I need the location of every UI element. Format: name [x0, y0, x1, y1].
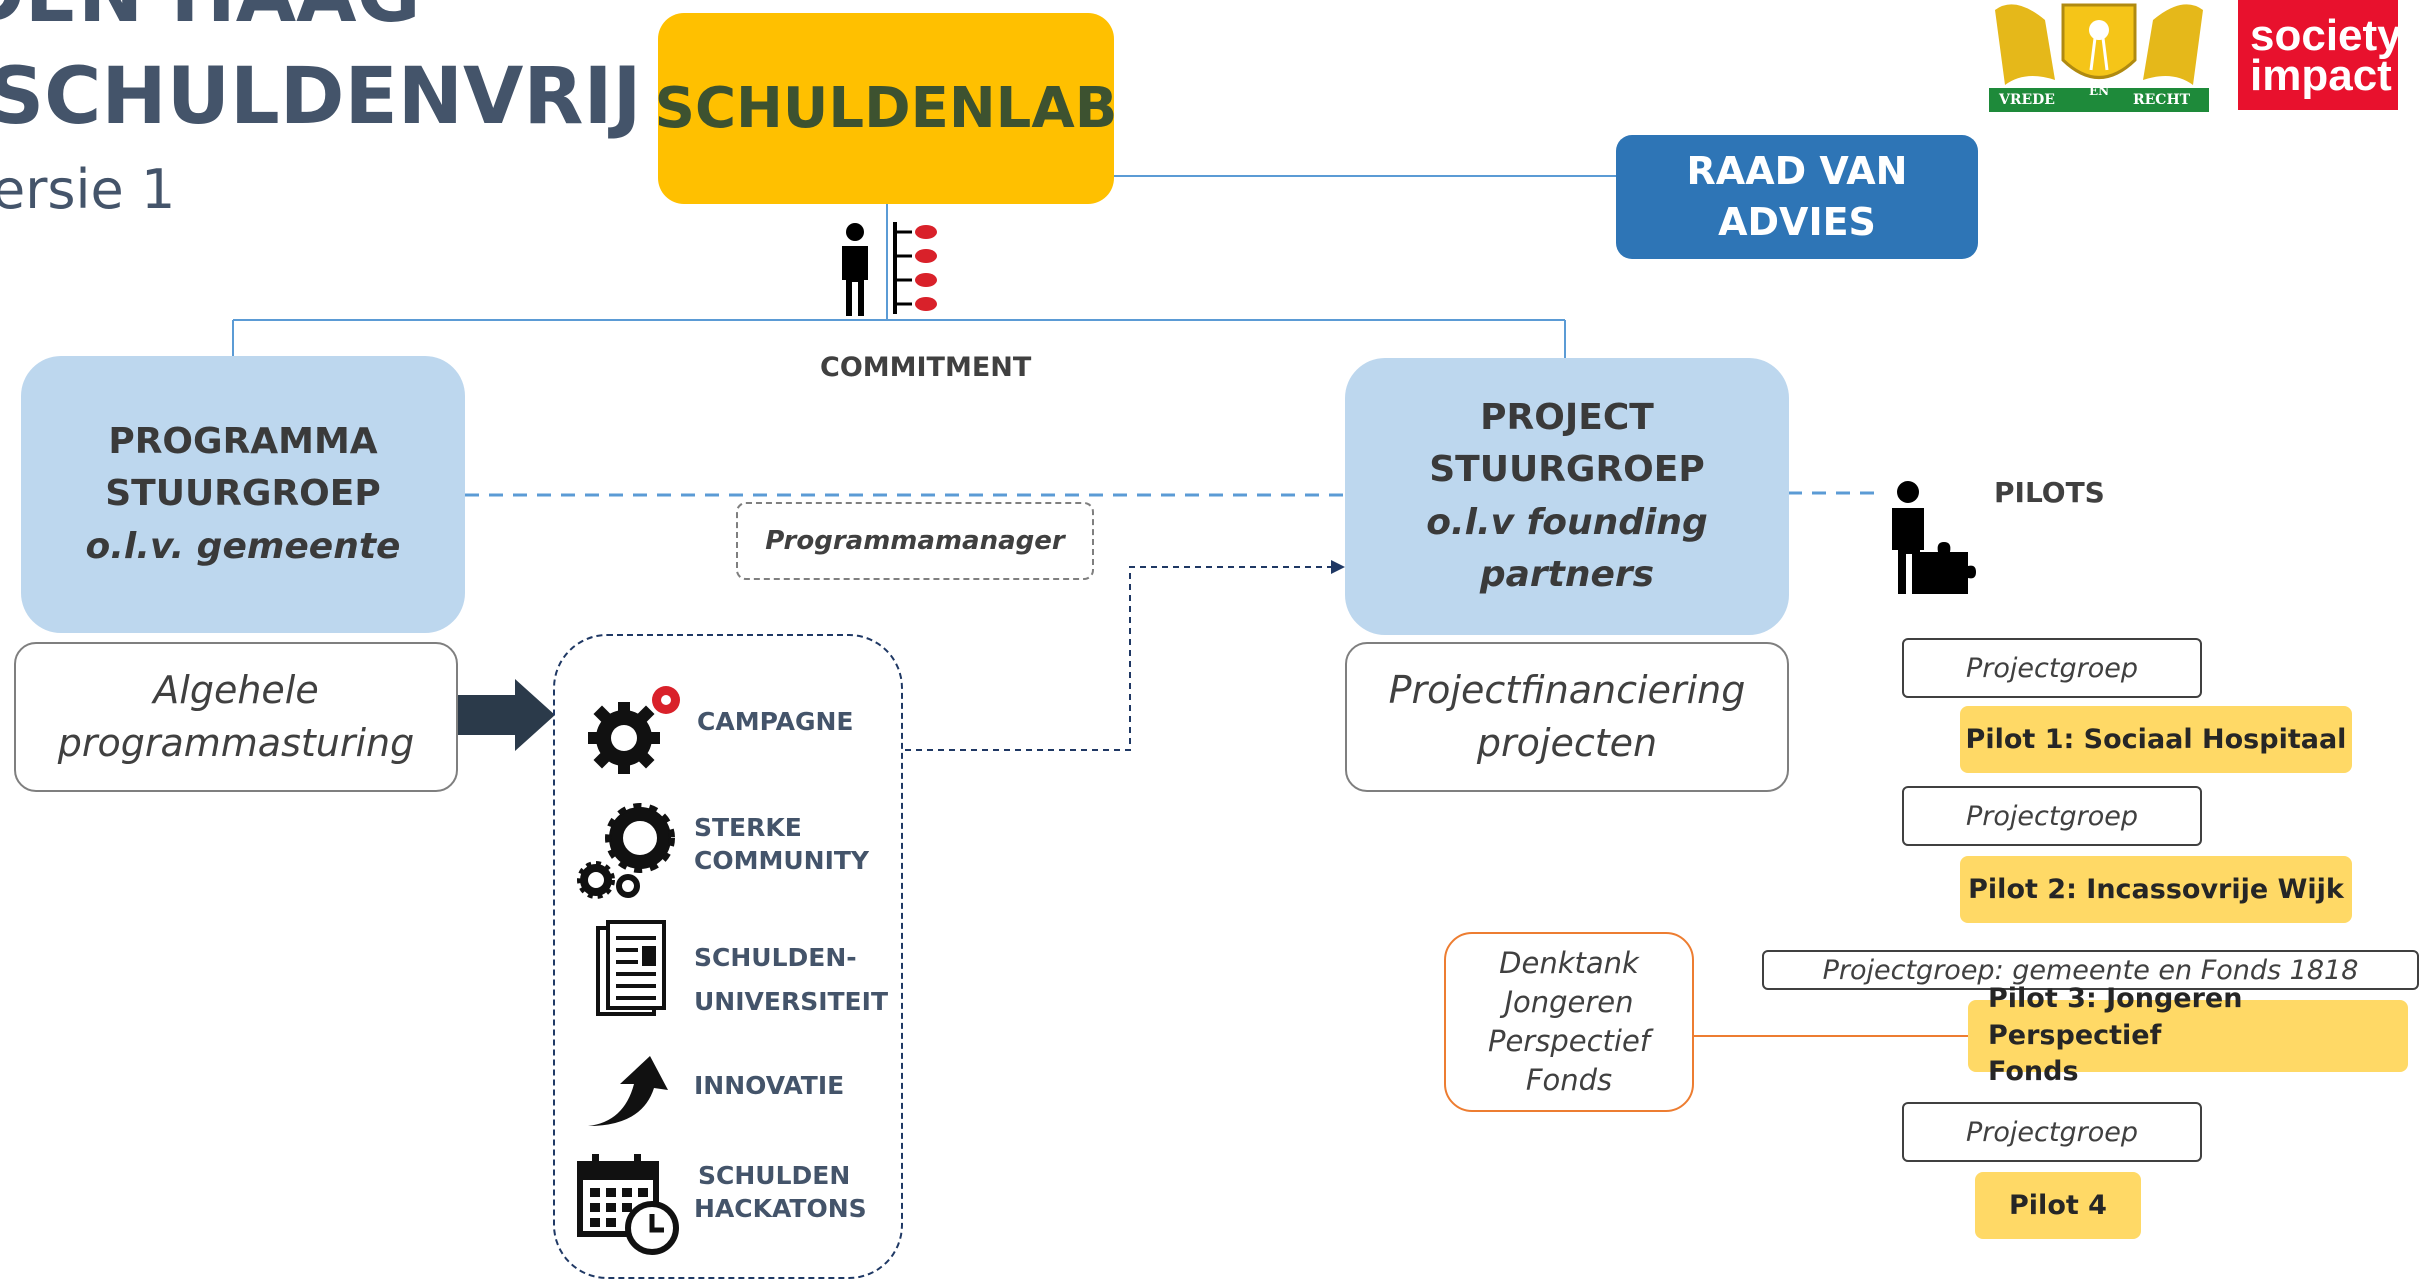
projectfinanciering-line1: Projectfinanciering: [1388, 667, 1746, 712]
crest-logo: VREDE EN RECHT: [1985, 0, 2213, 115]
newspaper-icon: [594, 920, 670, 1020]
projectgroep-4-label: Projectgroep: [1966, 1116, 2138, 1148]
denktank-box: Denktank Jongeren Perspectief Fonds: [1444, 932, 1694, 1112]
pilot-2-label: Pilot 2: Incassovrije Wijk: [1968, 874, 2344, 905]
society-impact-line2: impact: [2250, 51, 2392, 101]
univ-line2: UNIVERSITEIT: [694, 986, 888, 1016]
crest-text-mid: EN: [2089, 84, 2110, 98]
raad-line1: RAAD VAN: [1686, 148, 1908, 193]
programmasturing-line1: Algehele: [153, 667, 319, 712]
page-title-line2: SCHULDENVRIJ: [0, 52, 642, 142]
programmamanager-box: Programmamanager: [736, 502, 1094, 580]
projectfinanciering-box: Projectfinanciering projecten: [1345, 642, 1789, 792]
programma-line2: STUURGROEP: [105, 473, 381, 515]
schulden-universiteit-label: SCHULDEN- UNIVERSITEIT: [694, 936, 888, 1024]
pilot-4-label: Pilot 4: [2009, 1190, 2107, 1221]
crest-text-right: RECHT: [2133, 92, 2191, 108]
projectgroep-4: Projectgroep: [1902, 1102, 2202, 1162]
innovatie-label: INNOVATIE: [694, 1071, 845, 1100]
project-line3: o.l.v founding: [1426, 501, 1708, 543]
pilot-4-box: Pilot 4: [1975, 1172, 2141, 1239]
schuldenlab-label: SCHULDENLAB: [654, 76, 1118, 141]
projectgroep-3-label: Projectgroep: gemeente en Fonds 1818: [1822, 954, 2359, 986]
hack-line1: SCHULDEN: [698, 1161, 851, 1190]
denktank-line4: Fonds: [1525, 1063, 1613, 1098]
programmasturing-box: Algehele programmasturing: [14, 642, 458, 792]
pilot-2-box: Pilot 2: Incassovrije Wijk: [1960, 856, 2352, 923]
society-impact-logo: society impact: [2238, 0, 2402, 110]
society-impact-line1: society: [2250, 11, 2402, 60]
sterke-community-gears-icon: [574, 798, 684, 908]
programmamanager-label: Programmamanager: [765, 526, 1065, 556]
sterke-line2: COMMUNITY: [694, 845, 870, 875]
commitment-label: COMMITMENT: [820, 352, 1032, 383]
person-puzzle-icon: [1880, 478, 1980, 602]
project-line4: partners: [1479, 553, 1655, 595]
schulden-hackatons-label: SCHULDEN HACKATONS: [694, 1160, 867, 1225]
sterke-community-label: STERKE COMMUNITY: [694, 812, 869, 877]
innovation-arrow-icon: [584, 1054, 674, 1130]
programmasturing-line2: programmasturing: [57, 721, 415, 765]
univ-line1: SCHULDEN-: [694, 943, 857, 972]
project-line2: STUURGROEP: [1429, 449, 1705, 491]
pilot-3-label-line1: Pilot 3: Jongeren Perspectief: [1988, 983, 2243, 1051]
pilot-3-label-line2: Fonds: [1988, 1056, 2079, 1088]
crest-text-left: VREDE: [1999, 92, 2055, 108]
projectgroep-1: Projectgroep: [1902, 638, 2202, 698]
project-line1: PROJECT: [1480, 397, 1654, 439]
projectgroep-3: Projectgroep: gemeente en Fonds 1818: [1762, 950, 2419, 990]
version-label: ersie 1: [0, 158, 176, 221]
calendar-clock-icon: [576, 1150, 682, 1256]
programma-line3: o.l.v. gemeente: [85, 525, 401, 567]
projectgroep-2: Projectgroep: [1902, 786, 2202, 846]
schuldenlab-box: SCHULDENLAB: [655, 13, 1117, 204]
projectfinanciering-line2: projecten: [1476, 721, 1658, 765]
denktank-line3: Perspectief: [1487, 1024, 1651, 1058]
programma-line1: PROGRAMMA: [108, 421, 378, 463]
pilots-label: PILOTS: [1994, 476, 2105, 509]
projectgroep-1-label: Projectgroep: [1966, 652, 2138, 684]
pilot-3-box: Pilot 3: Jongeren Perspectief Fonds: [1968, 983, 2408, 1087]
sterke-line1: STERKE: [694, 813, 802, 842]
denktank-line2: Jongeren: [1504, 984, 1634, 1019]
project-stuurgroep-box: PROJECT STUURGROEP o.l.v founding partne…: [1345, 358, 1789, 635]
denktank-line1: Denktank: [1499, 945, 1639, 980]
pilot-1-label: Pilot 1: Sociaal Hospitaal: [1965, 724, 2347, 755]
campagne-label: CAMPAGNE: [697, 707, 854, 736]
projectgroep-2-label: Projectgroep: [1966, 800, 2138, 832]
page-title-line1: DEN HAAG: [0, 0, 421, 34]
categories-panel: [553, 634, 903, 1279]
raad-van-advies-box: RAAD VAN ADVIES: [1616, 135, 1978, 259]
campagne-gear-icon: [584, 678, 694, 778]
hack-line2: HACKATONS: [694, 1193, 867, 1223]
programma-stuurgroep-box: PROGRAMMA STUURGROEP o.l.v. gemeente: [21, 356, 465, 633]
person-hierarchy-icon: [830, 218, 950, 318]
raad-line2: ADVIES: [1718, 200, 1876, 244]
pilot-1-box: Pilot 1: Sociaal Hospitaal: [1960, 706, 2352, 773]
arrow-right-icon: [457, 679, 555, 751]
